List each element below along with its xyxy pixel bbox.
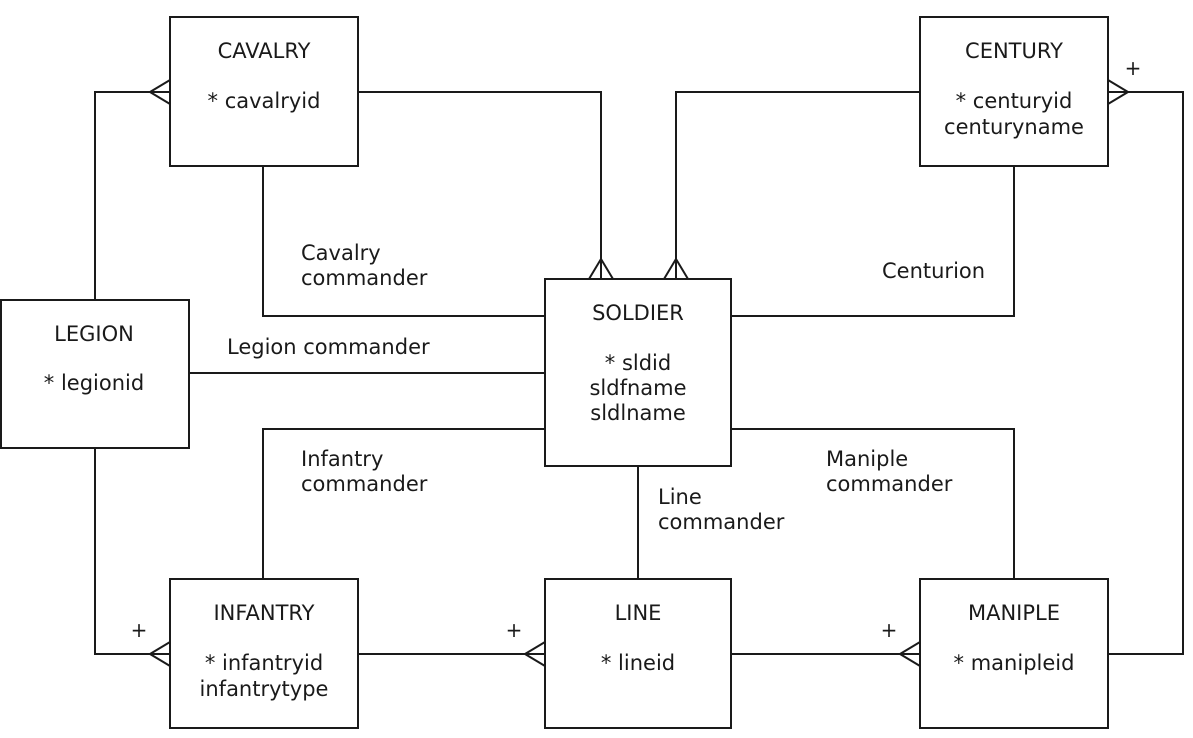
entity-title: LEGION xyxy=(54,322,134,346)
century-soldier-line xyxy=(675,91,920,279)
entity-attribute: * centuryid xyxy=(956,89,1073,113)
label-maniple-commander: Maniple commander xyxy=(826,447,953,496)
entity-soldier: SOLDIER * sldid sldfname sldlname xyxy=(544,278,732,467)
crowfoot-line-left xyxy=(524,641,546,667)
relationship-label-line: Cavalry xyxy=(301,241,381,265)
entity-line: LINE * lineid xyxy=(544,578,732,729)
label-legion-commander: Legion commander xyxy=(227,335,430,359)
relationship-label-line: commander xyxy=(826,472,953,496)
entity-box xyxy=(0,299,190,449)
century-maniple-line xyxy=(1108,91,1184,655)
plus-mark-infantry: + xyxy=(131,618,148,642)
entity-attribute: * infantryid xyxy=(205,651,323,675)
entity-infantry: INFANTRY * infantryid infantrytype xyxy=(169,578,359,729)
entity-attribute: * manipleid xyxy=(954,651,1075,675)
entity-box xyxy=(544,278,732,467)
plus-mark-maniple: + xyxy=(881,618,898,642)
cavalry-soldier-line xyxy=(358,91,602,279)
entity-box xyxy=(169,16,359,167)
entity-box xyxy=(919,578,1109,729)
cavalry-legion-line xyxy=(94,91,170,300)
entity-legion: LEGION * legionid xyxy=(0,299,190,449)
entity-attribute: infantrytype xyxy=(200,677,329,701)
legion-infantry-line xyxy=(94,448,170,655)
entity-maniple: MANIPLE * manipleid xyxy=(919,578,1109,729)
centurion-line xyxy=(731,166,1015,317)
entity-century: CENTURY * centuryid centuryname xyxy=(919,16,1109,167)
entity-box xyxy=(544,578,732,729)
crowfoot-soldier-cavalry xyxy=(588,258,614,280)
entity-attribute: * lineid xyxy=(601,651,675,675)
plus-mark-line: + xyxy=(506,618,523,642)
entity-title: SOLDIER xyxy=(592,301,684,325)
relationship-label-line: commander xyxy=(658,510,785,534)
label-centurion: Centurion xyxy=(882,259,985,283)
entity-cavalry: CAVALRY * cavalryid xyxy=(169,16,359,167)
cavalry-commander-line xyxy=(262,166,545,317)
entity-box xyxy=(169,578,359,729)
entity-attribute: sldfname xyxy=(589,376,686,400)
entity-title: LINE xyxy=(615,601,662,625)
crowfoot-soldier-century xyxy=(663,258,689,280)
relationship-label-line: Infantry xyxy=(301,447,383,471)
plus-mark-century: + xyxy=(1125,56,1142,80)
relationship-label-line: commander xyxy=(301,472,428,496)
entity-attribute: * sldid xyxy=(605,351,671,375)
label-infantry-commander: Infantry commander xyxy=(301,447,428,496)
entity-box xyxy=(919,16,1109,167)
infantry-commander-line xyxy=(262,428,545,579)
crowfoot-maniple-left xyxy=(899,641,921,667)
relationship-label-line: Line xyxy=(658,485,702,509)
entity-attribute: * cavalryid xyxy=(208,89,321,113)
entity-attribute: centuryname xyxy=(944,115,1084,139)
maniple-commander-line xyxy=(731,428,1015,579)
entity-title: INFANTRY xyxy=(213,601,314,625)
entity-attribute: * legionid xyxy=(44,371,144,395)
label-line-commander: Line commander xyxy=(658,485,785,534)
crowfoot-cavalry-left xyxy=(149,79,171,105)
entity-title: CAVALRY xyxy=(218,39,311,63)
relationship-label-line: commander xyxy=(301,266,428,290)
entity-title: MANIPLE xyxy=(968,601,1060,625)
crowfoot-infantry-left xyxy=(149,641,171,667)
crowfoot-century-right xyxy=(1107,79,1129,105)
entity-attribute: sldlname xyxy=(590,401,686,425)
relationship-label-line: Maniple xyxy=(826,447,908,471)
entity-title: CENTURY xyxy=(965,39,1063,63)
label-cavalry-commander: Cavalry commander xyxy=(301,241,428,290)
